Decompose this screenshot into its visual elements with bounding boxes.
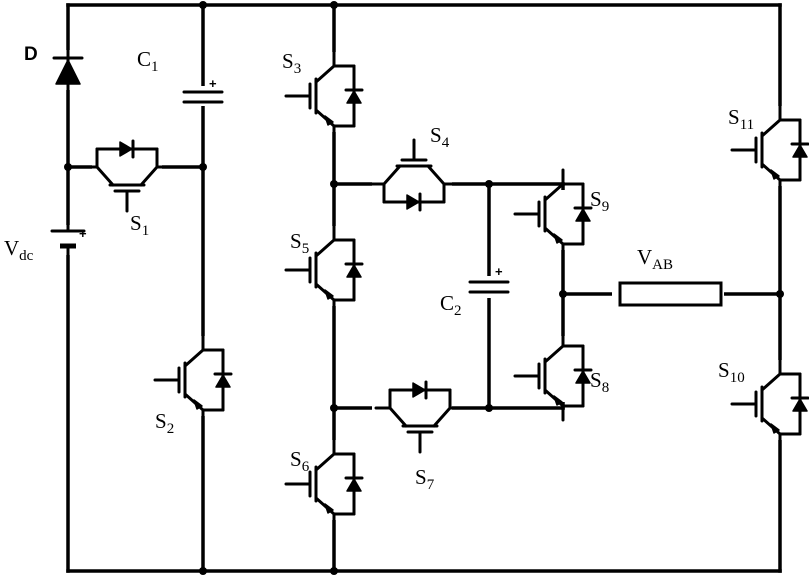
s11-label: S11 (728, 105, 754, 133)
c1-label: C1 (137, 47, 159, 75)
s6-label: S6 (290, 447, 310, 475)
s7-label: S7 (415, 465, 435, 493)
s1-label: S1 (130, 211, 149, 239)
s9-label: S9 (590, 187, 609, 215)
diode-symbol (52, 48, 84, 92)
load-resistor (618, 281, 723, 307)
s3-label: S3 (282, 49, 301, 77)
dc-source-polarity: + (79, 226, 87, 241)
capacitor-c2-symbol (468, 280, 510, 294)
dc-source-symbol (50, 223, 86, 257)
junctions (64, 1, 784, 575)
capacitor-c1-symbol (182, 90, 224, 104)
load-label: VAB (637, 245, 673, 273)
diode-label: D (24, 44, 38, 65)
s5-label: S5 (290, 229, 309, 257)
s10-label: S10 (718, 358, 745, 386)
s2-label: S2 (155, 409, 174, 437)
s8-label: S8 (590, 368, 609, 396)
c2-label: C2 (440, 291, 462, 319)
c2-polarity: + (495, 264, 503, 279)
c1-polarity: + (209, 76, 217, 91)
s4-label: S4 (430, 123, 450, 151)
dc-source-label: Vdc (4, 236, 34, 264)
